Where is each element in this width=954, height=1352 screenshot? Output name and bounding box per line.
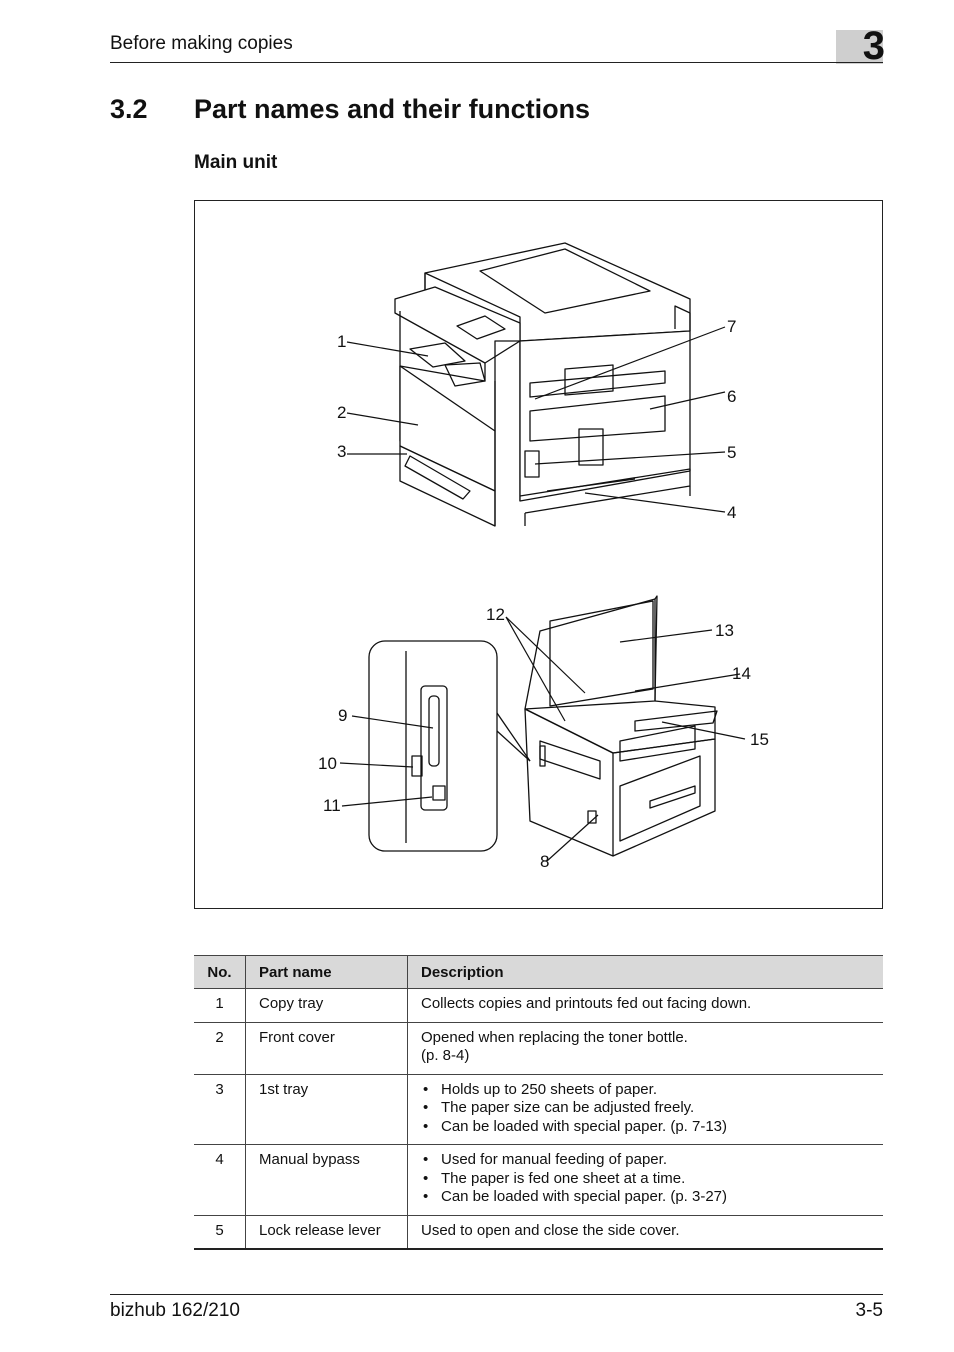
table-row: 2 Front cover Opened when replacing the … <box>194 1022 883 1075</box>
footer-page-number: 3-5 <box>855 1300 883 1321</box>
callout-3: 3 <box>337 442 346 461</box>
part-description: Collects copies and printouts fed out fa… <box>407 988 883 1023</box>
footer-rule <box>110 1294 883 1295</box>
main-unit-illustration: 1 2 3 4 5 6 7 8 9 10 11 12 13 14 15 <box>318 242 769 871</box>
page-reference: (p. 8-4) <box>421 1047 470 1064</box>
bullet-item: Used for manual feeding of paper. <box>421 1151 870 1170</box>
table-row: 4 Manual bypass Used for manual feeding … <box>194 1144 883 1216</box>
bullet-list: Holds up to 250 sheets of paper. The pap… <box>421 1081 870 1137</box>
machine-side-view <box>394 242 691 527</box>
header-description: Description <box>407 955 883 989</box>
part-name: 1st tray <box>245 1074 408 1145</box>
bullet-list: Used for manual feeding of paper. The pa… <box>421 1151 870 1207</box>
callout-8: 8 <box>540 852 549 871</box>
header-no: No. <box>194 955 246 989</box>
table-row: 3 1st tray Holds up to 250 sheets of pap… <box>194 1074 883 1145</box>
bullet-item: Can be loaded with special paper. (p. 3-… <box>421 1188 870 1207</box>
callout-6: 6 <box>727 387 736 406</box>
callout-1: 1 <box>337 332 346 351</box>
section-title: 3.2 Part names and their functions <box>110 94 590 125</box>
header-rule <box>110 62 883 63</box>
bullet-item: The paper is fed one sheet at a time. <box>421 1170 870 1189</box>
machine-rear-view <box>524 595 718 857</box>
parts-table: No. Part name Description 1 Copy tray Co… <box>194 955 883 1250</box>
callout-7: 7 <box>727 317 736 336</box>
table-row: 5 Lock release lever Used to open and cl… <box>194 1215 883 1250</box>
part-name: Manual bypass <box>245 1144 408 1216</box>
part-description: Opened when replacing the toner bottle.(… <box>407 1022 883 1075</box>
bullet-item: Can be loaded with special paper. (p. 7-… <box>421 1118 870 1137</box>
table-header-row: No. Part name Description <box>194 955 883 989</box>
running-header: Before making copies <box>110 33 293 54</box>
row-number: 3 <box>194 1074 246 1145</box>
callout-numbers: 1 2 3 4 5 6 7 8 9 10 11 12 13 14 15 <box>318 317 769 871</box>
header-part-name: Part name <box>245 955 408 989</box>
callout-14: 14 <box>732 664 751 683</box>
callout-15: 15 <box>750 730 769 749</box>
callout-4: 4 <box>727 503 736 522</box>
bullet-item: The paper size can be adjusted freely. <box>421 1099 870 1118</box>
row-number: 2 <box>194 1022 246 1075</box>
callout-9: 9 <box>338 706 347 725</box>
connector-inset <box>368 640 531 852</box>
row-number: 4 <box>194 1144 246 1216</box>
main-unit-figure: 1 2 3 4 5 6 7 8 9 10 11 12 13 14 15 <box>194 200 883 909</box>
callout-13: 13 <box>715 621 734 640</box>
bullet-item: Holds up to 250 sheets of paper. <box>421 1081 870 1100</box>
part-description: Holds up to 250 sheets of paper. The pap… <box>407 1074 883 1145</box>
row-number: 1 <box>194 988 246 1023</box>
section-number: 3.2 <box>110 94 148 124</box>
subsection-title: Main unit <box>194 152 278 173</box>
callout-5: 5 <box>727 443 736 462</box>
part-name: Copy tray <box>245 988 408 1023</box>
description-line: Opened when replacing the toner bottle. <box>421 1028 688 1046</box>
callout-10: 10 <box>318 754 337 773</box>
callout-11: 11 <box>323 796 341 815</box>
part-description: Used to open and close the side cover. <box>407 1215 883 1250</box>
callout-2: 2 <box>337 403 346 422</box>
chapter-number: 3 <box>862 24 885 68</box>
row-number: 5 <box>194 1215 246 1250</box>
section-title-text: Part names and their functions <box>194 94 591 124</box>
part-name: Lock release lever <box>245 1215 408 1250</box>
part-name: Front cover <box>245 1022 408 1075</box>
leader-lines <box>339 326 746 862</box>
footer-model: bizhub 162/210 <box>110 1300 240 1321</box>
table-row: 1 Copy tray Collects copies and printout… <box>194 988 883 1023</box>
callout-12: 12 <box>486 605 505 624</box>
part-description: Used for manual feeding of paper. The pa… <box>407 1144 883 1216</box>
chapter-tab <box>836 30 883 64</box>
